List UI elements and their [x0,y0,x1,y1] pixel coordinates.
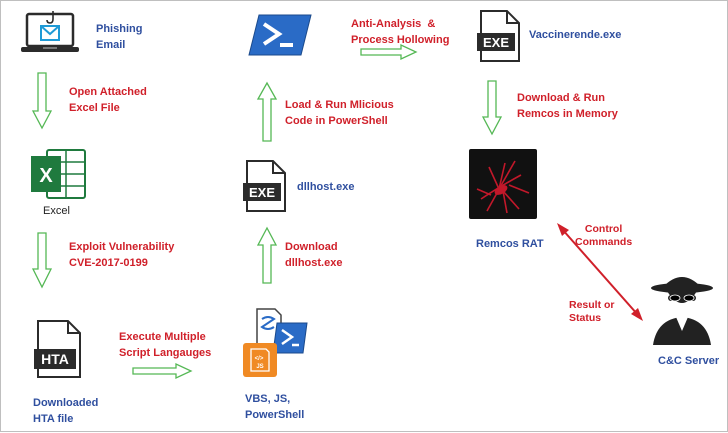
powershell-icon [247,13,313,57]
arrow-down-phishing-to-excel [31,72,53,130]
phishing-email-label: Phishing Email [96,23,143,51]
step-download-run-remcos: Download & Run Remcos in Memory [517,92,618,120]
arrow-head-to-remcos [557,223,569,236]
step-open-attached: Open Attached Excel File [69,86,147,114]
arrow-remcos-cnc-link [561,228,639,316]
step-load-run: Load & Run Mlicious Code in PowerShell [285,99,394,127]
script-files-icon: </> JS [241,307,311,379]
remcos-rat-label: Remcos RAT [476,238,544,250]
arrow-up-dllhost-to-powershell [256,81,278,142]
dllhost-icon-text: EXE [248,185,275,200]
exe-file-icon [475,9,523,63]
excel-icon: X [29,147,87,201]
exe-file-icon [241,159,289,213]
hta-icon-text: HTA [41,351,69,367]
excel-label: Excel [43,205,70,217]
arrow-down-excel-to-hta [31,232,53,289]
step-result-status: Result or Status [569,299,615,324]
step-control-commands: Control Commands [575,223,633,248]
step-execute-scripts: Execute Multiple Script Langauges [119,331,212,359]
vaccinerende-icon-text: EXE [482,35,509,50]
arrow-right-powershell-to-exe [360,43,418,61]
cnc-server-label: C&C Server [658,355,720,367]
dllhost-label: dllhost.exe [297,181,355,193]
vaccinerende-label: Vaccinerende.exe [529,29,622,41]
hacker-icon [649,265,715,347]
step-download-dllhost: Download dllhost.exe [285,241,343,269]
arrow-down-exe-to-remcos [481,80,503,136]
step-exploit: Exploit Vulnerability CVE-2017-0199 [69,241,175,269]
svg-text:</>: </> [255,356,264,362]
laptop-mail-hook-icon [19,9,81,59]
remcos-rat-icon [469,149,537,219]
arrow-up-scripts-to-dllhost [256,226,278,284]
downloaded-hta-label: Downloaded HTA file [33,397,99,425]
arrow-right-hta-to-scripts [132,362,193,380]
js-badge: JS [256,364,263,370]
scripts-label: VBS, JS, PowerShell [245,393,305,421]
hta-file-icon [34,319,84,379]
step-anti-analysis: Anti-Analysis & Process Hollowing [351,18,450,46]
svg-text:X: X [39,165,53,187]
arrow-head-to-cnc [631,308,643,321]
